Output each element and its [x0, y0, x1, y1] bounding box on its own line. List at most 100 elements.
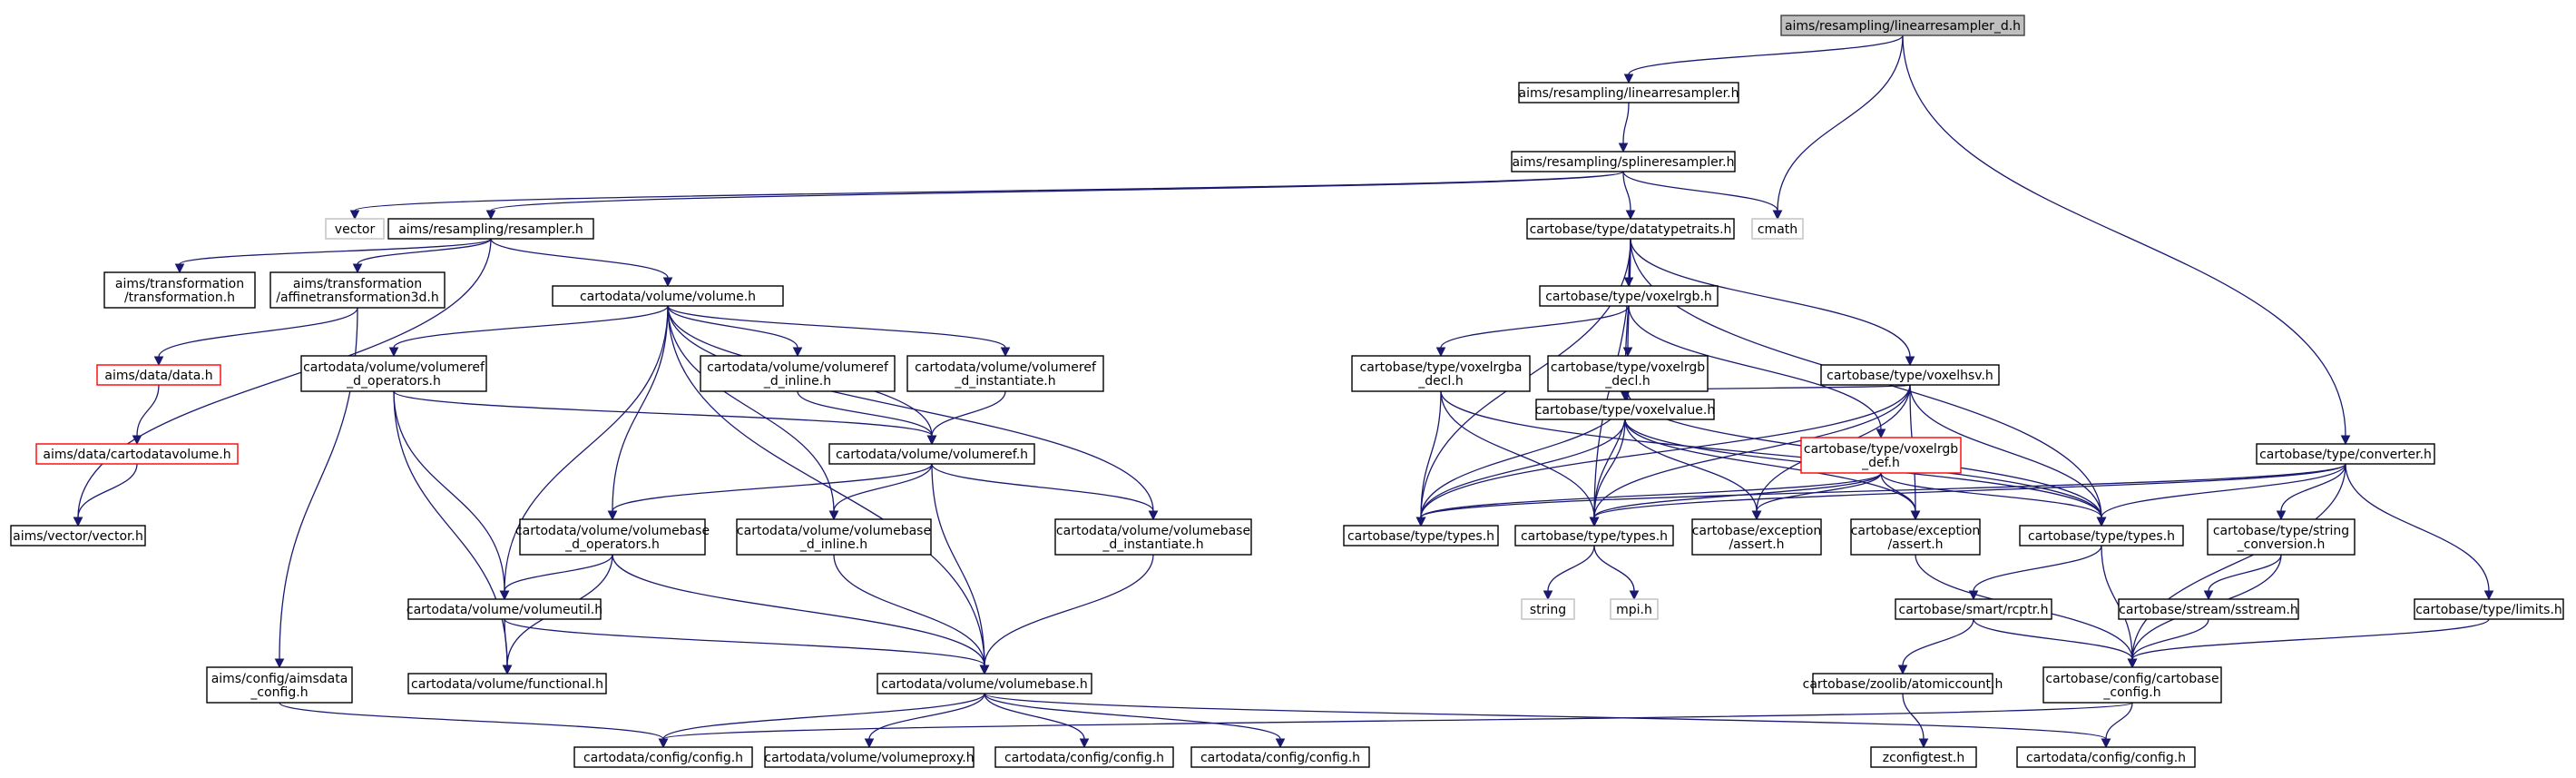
node-cartobase-type-string-conversion-h[interactable]: cartobase/type/string_conversion.h — [2207, 518, 2356, 556]
node-label: cartobase/type/string — [2213, 524, 2349, 538]
dependency-edge — [349, 171, 1624, 221]
arrowhead-icon — [485, 210, 496, 221]
dependency-edge — [2127, 618, 2209, 669]
node-cartodata-config-config-h[interactable]: cartodata/config/config.h — [2016, 746, 2196, 768]
node-cartodata-volume-volumeutil-h[interactable]: cartodata/volume/volumeutil.h — [406, 598, 602, 620]
node-cartodata-config-config-h[interactable]: cartodata/config/config.h — [1190, 746, 1370, 768]
node-label: aims/vector/vector.h — [13, 529, 143, 544]
node-label: cartodata/volume/volumeref — [303, 360, 485, 375]
node-cartobase-type-converter-h[interactable]: cartobase/type/converter.h — [2256, 443, 2435, 465]
edge-line — [612, 305, 669, 512]
edge-line — [1593, 384, 1911, 518]
dependency-edge — [984, 693, 1286, 749]
node-label: aims/resampling/linearresampler.h — [1519, 86, 1739, 101]
node-cartodata-volume-volumeproxy-h[interactable]: cartodata/volume/volumeproxy.h — [764, 746, 975, 768]
node-cartodata-volume-volumeref-d-inline-h[interactable]: cartodata/volume/volumeref_d_inline.h — [700, 355, 896, 392]
node-label: aims/resampling/resampler.h — [398, 222, 583, 237]
dependency-edge — [2127, 618, 2490, 669]
node-aims-config-aimsdata-config-h[interactable]: aims/config/aimsdata_config.h — [206, 666, 353, 704]
node-label: cartodata/volume/volumeref — [707, 360, 889, 375]
node-aims-data-cartodatavolume-h[interactable]: aims/data/cartodatavolume.h — [35, 443, 239, 465]
node-label: _def.h — [1861, 456, 1900, 470]
node-cartodata-volume-volumeref-d-operators-h[interactable]: cartodata/volume/volumeref_d_operators.h — [300, 355, 487, 392]
edge-line — [2101, 463, 2346, 518]
node-cartobase-type-voxelvalue-h[interactable]: cartobase/type/voxelvalue.h — [1535, 399, 1716, 420]
arrowhead-icon — [1918, 738, 1929, 749]
node-cartobase-config-cartobase-config-h[interactable]: cartobase/config/cartobase_config.h — [2042, 666, 2222, 704]
edge-line — [1420, 419, 1626, 518]
node-box — [1539, 285, 1719, 307]
edge-line — [1630, 238, 1911, 358]
node-cartobase-type-voxelrgba-decl-h[interactable]: cartobase/type/voxelrgba_decl.h — [1351, 355, 1531, 392]
node-cartodata-volume-volumebase-d-instantiate-h[interactable]: cartodata/volume/volumebase_d_instantiat… — [1054, 518, 1252, 556]
node-label: cartobase/type/voxelrgba — [1360, 360, 1523, 375]
node-cartobase-type-limits-h[interactable]: cartobase/type/limits.h — [2414, 598, 2564, 620]
node-cartodata-config-config-h[interactable]: cartodata/config/config.h — [994, 746, 1174, 768]
node-cartobase-type-voxelrgb-def-h[interactable]: cartobase/type/voxelrgb_def.h — [1800, 437, 1962, 474]
dependency-edge — [1618, 102, 1630, 153]
node-cartobase-type-voxelrgb-decl-h[interactable]: cartobase/type/voxelrgb_decl.h — [1547, 355, 1709, 392]
edge-line — [833, 554, 985, 666]
node-cartobase-exception-assert-h[interactable]: cartobase/exception/assert.h — [1691, 518, 1822, 556]
node-cartobase-zoolib-atomiccount-h[interactable]: cartobase/zoolib/atomiccount.h — [1803, 673, 2003, 694]
node-aims-resampling-splineresampler-h[interactable]: aims/resampling/splineresampler.h — [1511, 151, 1736, 172]
node-aims-transformation-affinetransformation3d-h[interactable]: aims/transformation/affinetransformation… — [269, 271, 446, 309]
node-cartobase-exception-assert-h[interactable]: cartobase/exception/assert.h — [1850, 518, 1981, 556]
edge-line — [1902, 34, 2346, 437]
arrowhead-icon — [132, 435, 142, 446]
node-cartobase-type-voxelrgb-h[interactable]: cartobase/type/voxelrgb.h — [1539, 285, 1719, 307]
node-aims-data-data-h[interactable]: aims/data/data.h — [96, 364, 221, 386]
node-label: cartobase/type/types.h — [1521, 529, 1668, 544]
dependency-edge — [667, 305, 803, 358]
edge-line — [1880, 472, 1916, 512]
node-cartodata-volume-functional-h[interactable]: cartodata/volume/functional.h — [407, 673, 607, 694]
node-box — [407, 673, 607, 694]
arrowhead-icon — [1622, 347, 1633, 358]
node-cartobase-type-types-h[interactable]: cartobase/type/types.h — [1343, 525, 1499, 547]
node-label: _decl.h — [1417, 374, 1463, 389]
node-cartodata-volume-volumeref-d-instantiate-h[interactable]: cartodata/volume/volumeref_d_instantiate… — [906, 355, 1104, 392]
node-aims-vector-vector-h[interactable]: aims/vector/vector.h — [10, 525, 146, 547]
node-cartodata-volume-volumebase-h[interactable]: cartodata/volume/volumebase.h — [877, 673, 1092, 694]
node-aims-resampling-resampler-h[interactable]: aims/resampling/resampler.h — [387, 218, 594, 240]
node-aims-transformation-transformation-h[interactable]: aims/transformation/transformation.h — [103, 271, 256, 309]
node-cartodata-volume-volumebase-d-operators-h[interactable]: cartodata/volume/volumebase_d_operators.… — [515, 518, 710, 556]
node-box — [1535, 399, 1715, 420]
node-box — [2016, 746, 2196, 768]
edge-line — [393, 390, 505, 592]
edge-line — [490, 171, 1624, 212]
dependency-edge — [1897, 618, 1974, 675]
node-cartobase-type-voxelhsv-h[interactable]: cartobase/type/voxelhsv.h — [1820, 364, 2000, 386]
node-cartodata-volume-volumebase-d-inline-h[interactable]: cartodata/volume/volumebase_d_inline.h — [736, 518, 932, 556]
edge-line — [2105, 702, 2133, 740]
node-label: _d_operators.h — [346, 374, 441, 389]
dependency-edge — [73, 463, 138, 527]
dependency-edge — [2096, 463, 2346, 527]
node-cartobase-type-datatypetraits-h[interactable]: cartobase/type/datatypetraits.h — [1526, 218, 1735, 240]
node-cartobase-type-types-h[interactable]: cartobase/type/types.h — [1514, 525, 1674, 547]
node-box — [764, 746, 975, 768]
dependency-edge — [1628, 305, 1886, 439]
node-cartodata-config-config-h[interactable]: cartodata/config/config.h — [573, 746, 753, 768]
node-label: cartodata/volume/volumebase.h — [881, 677, 1087, 692]
node-cartobase-type-types-h[interactable]: cartobase/type/types.h — [2019, 525, 2184, 547]
node-cartobase-stream-sstream-h[interactable]: cartobase/stream/sstream.h — [2118, 598, 2299, 620]
dependency-edge — [667, 305, 1011, 358]
edge-line — [2131, 618, 2490, 660]
dependency-edge — [1589, 463, 2346, 527]
arrowhead-icon — [607, 510, 618, 521]
dependency-edge — [485, 171, 1624, 221]
node-cartodata-volume-volumeref-h[interactable]: cartodata/volume/volumeref.h — [828, 443, 1035, 465]
edge-line — [1902, 618, 1974, 666]
edge-line — [136, 384, 160, 437]
node-box — [1895, 598, 2052, 620]
arrowhead-icon — [1968, 590, 1979, 601]
node-label: _d_operators.h — [564, 537, 660, 552]
node-aims-resampling-linearresampler-h[interactable]: aims/resampling/linearresampler.h — [1518, 82, 1739, 103]
node-cartobase-smart-rcptr-h[interactable]: cartobase/smart/rcptr.h — [1895, 598, 2052, 620]
node-cartodata-volume-volume-h[interactable]: cartodata/volume/volume.h — [552, 285, 784, 307]
node-zconfigtest-h[interactable]: zconfigtest.h — [1870, 746, 1977, 768]
dependency-edge — [279, 702, 669, 749]
node-label: cartobase/config/cartobase — [2045, 672, 2218, 686]
